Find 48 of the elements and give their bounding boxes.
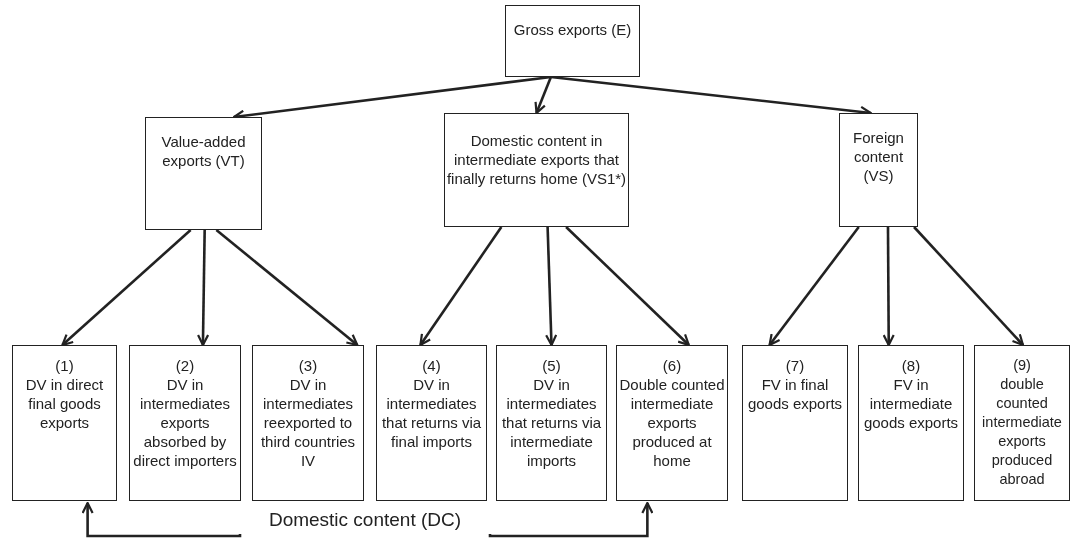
item-number: (5) — [542, 356, 561, 375]
arrow — [419, 226, 503, 347]
item-number: (7) — [785, 356, 805, 375]
component-box — [12, 345, 117, 501]
bracket-arrow — [488, 501, 654, 538]
component-box — [376, 345, 487, 501]
bracket-arrow — [81, 501, 242, 538]
bracket-label: Domestic content (DC) — [268, 508, 462, 532]
arrow — [768, 226, 860, 347]
component-box — [974, 345, 1070, 501]
component-box — [496, 345, 607, 501]
arrow — [913, 226, 1025, 347]
arrow — [196, 230, 210, 347]
arrow — [565, 226, 690, 347]
box-text: DV in direct final goods exports — [24, 375, 105, 432]
component-box — [858, 345, 964, 501]
box-text: DV in intermediates exports absorbed by direct importers — [132, 375, 238, 470]
category-box — [839, 113, 918, 227]
item-number: (4) — [422, 356, 441, 375]
box-text: FV in final goods exports — [746, 375, 844, 413]
arrow — [215, 229, 359, 347]
item-number: (6) — [662, 356, 682, 375]
box-text: DV in intermediates that returns via intermediate imports — [500, 375, 603, 470]
item-number: (3) — [298, 356, 318, 375]
item-number: (8) — [901, 356, 921, 375]
box-text: Value-added exports (VT) — [160, 132, 247, 170]
arrow — [61, 229, 192, 347]
category-box — [444, 113, 629, 227]
box-text: DV in intermediates that returns via final imports — [380, 375, 483, 451]
box-text: DV in intermediates reexported to third countries IV — [259, 375, 357, 470]
box-text: Double counted intermediate exports produced at home — [618, 375, 726, 470]
root-box — [505, 5, 640, 77]
category-box — [145, 117, 262, 230]
component-box — [742, 345, 848, 501]
box-text: Foreign content (VS) — [852, 128, 905, 185]
arrow — [534, 76, 553, 115]
box-text: FV in intermediate goods exports — [862, 375, 960, 432]
item-number: (2) — [175, 356, 195, 375]
item-number: (9) — [1013, 356, 1031, 375]
box-text: double counted intermediate exports produced abroad — [981, 375, 1063, 489]
component-box — [252, 345, 364, 501]
arrow — [882, 227, 895, 347]
box-text: Domestic content in intermediate exports that finally returns home (VS1*) — [445, 131, 628, 188]
item-number: (1) — [55, 356, 74, 375]
arrow — [545, 226, 558, 347]
box-text: Gross exports (E) — [513, 20, 632, 39]
component-box — [129, 345, 241, 501]
component-box — [616, 345, 728, 501]
